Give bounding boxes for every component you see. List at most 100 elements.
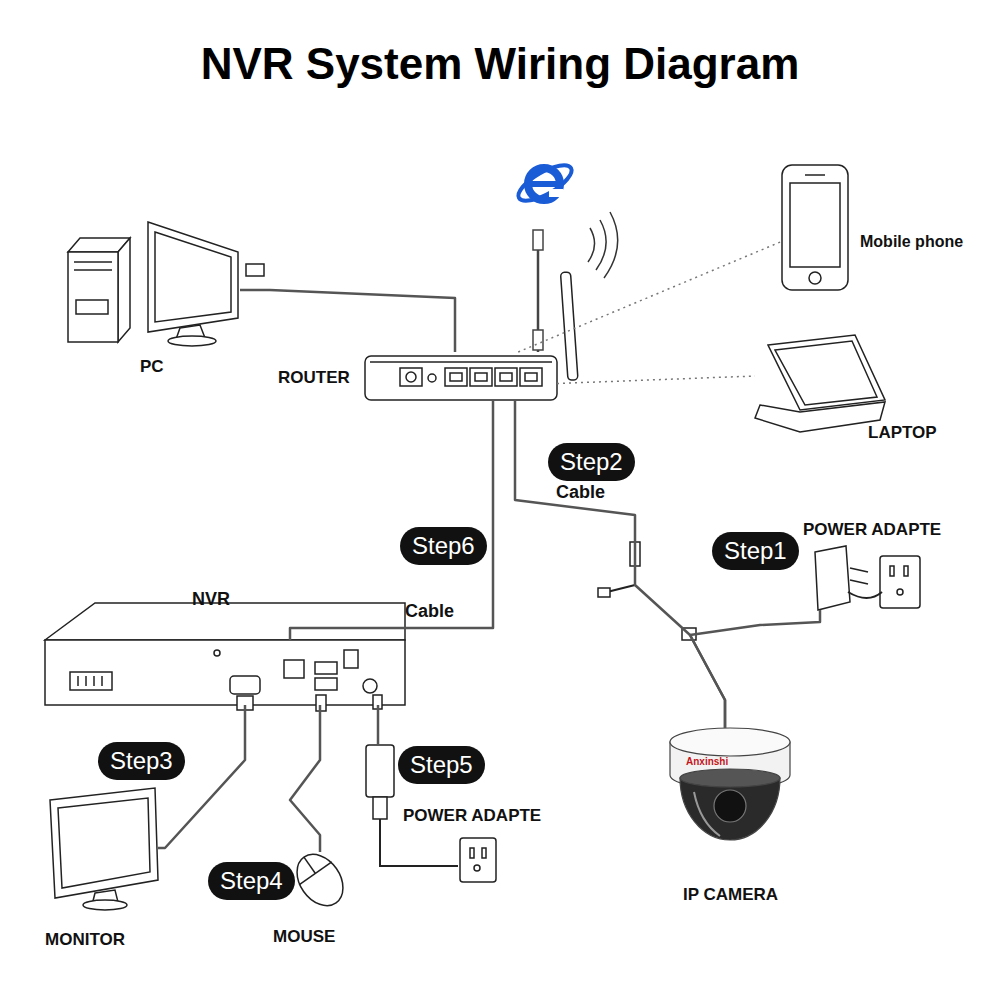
device-node: IP CAMERA: [668, 728, 792, 842]
internet-cable: [533, 230, 543, 250]
nvr-illustration: [315, 662, 337, 674]
router-illustration: [560, 272, 578, 380]
device-label: NVR: [192, 589, 230, 609]
router-illustration: [370, 361, 552, 363]
camera-illustration: [670, 728, 790, 756]
wireless-link: [557, 376, 755, 384]
device-label: PC: [140, 357, 164, 377]
browser-logo: [514, 158, 577, 207]
device-node: MONITOR: [50, 788, 158, 905]
nvr-illustration: [93, 676, 95, 686]
step-callout: Step5: [398, 746, 485, 784]
nvr-power-adapter: [474, 865, 480, 871]
step-callout: Step4: [208, 862, 295, 900]
nvr-power-adapter: [380, 819, 458, 866]
nvr-illustration: [101, 676, 103, 686]
device-label: MONITOR: [45, 930, 125, 950]
router-illustration: [365, 272, 578, 400]
router-illustration: [475, 373, 487, 381]
camera-power-adapter: [890, 566, 894, 576]
camera-illustration: [670, 728, 790, 840]
device-node: Mobile phone: [782, 165, 848, 290]
pc-illustration: [168, 336, 216, 346]
pc-illustration: [68, 222, 264, 346]
wifi-waves: [604, 212, 618, 278]
router-illustration: [400, 368, 422, 386]
cable-connector: [690, 610, 820, 728]
step-callout: Step2: [548, 443, 635, 481]
step-callout: Step3: [98, 742, 185, 780]
mouse-illustration: [288, 846, 353, 915]
nvr-illustration: [344, 650, 358, 668]
camera-power-adapter: [850, 580, 868, 584]
router-illustration: [500, 373, 512, 381]
device-label: IP CAMERA: [683, 885, 778, 905]
pc-illustration: [246, 264, 264, 276]
cable-connector: [290, 705, 320, 852]
wifi-waves: [588, 228, 595, 262]
phone-illustration: [809, 272, 821, 284]
pc-illustration: [74, 261, 112, 263]
camera-illustration: [680, 769, 780, 787]
mouse-illustration: [304, 857, 315, 873]
device-label: MOUSE: [273, 927, 335, 947]
edge-label: Cable: [405, 601, 454, 621]
cable-splitter: [607, 585, 635, 592]
nvr-illustration: [230, 676, 260, 694]
nvr-power-adapter: [482, 848, 486, 858]
laptop-illustration: [768, 335, 885, 410]
internet-cable: [533, 230, 543, 352]
router-illustration: [495, 368, 517, 386]
pc-illustration: [148, 222, 238, 332]
router-illustration: [520, 368, 542, 386]
edge-label: Cable: [556, 482, 605, 502]
step-callout: Step1: [712, 532, 799, 570]
device-label: LAPTOP: [868, 423, 937, 443]
phone-illustration: [790, 183, 840, 267]
nvr-power-adapter: [373, 797, 387, 819]
nvr-power-adapter: [366, 745, 394, 797]
phone-illustration: [782, 165, 848, 290]
nvr-illustration: [45, 640, 405, 705]
device-label: Mobile phone: [860, 232, 963, 252]
camera-power-adapter: [897, 589, 903, 595]
camera-power-adapter: [904, 566, 908, 576]
device-node: NVR: [45, 640, 405, 705]
monitor-illustration: [83, 900, 127, 910]
camera-power-adapter: [848, 592, 882, 598]
camera-power-adapter: [850, 568, 868, 572]
nvr-illustration: [45, 603, 405, 711]
camera-power-adapter: [815, 546, 850, 610]
browser-logo: [528, 181, 560, 187]
nvr-illustration: [363, 679, 377, 693]
nvr-power-adapter: [470, 848, 474, 858]
device-label: POWER ADAPTE: [803, 520, 941, 540]
nvr-power-adapter: [460, 838, 496, 882]
cable-connector: [240, 290, 455, 352]
router-illustration: [428, 374, 436, 382]
nvr-illustration: [77, 676, 79, 686]
internet-cable: [533, 330, 543, 350]
cable-splitter: [598, 542, 696, 640]
camera-illustration: [694, 792, 720, 836]
nvr-illustration: [85, 676, 87, 686]
monitor-illustration: [58, 798, 150, 888]
device-label: ROUTER: [278, 368, 350, 388]
nvr-illustration: [70, 672, 112, 690]
laptop-illustration: [775, 341, 877, 405]
monitor-illustration: [50, 788, 158, 898]
phone-illustration: [782, 165, 848, 290]
pc-illustration: [74, 269, 112, 271]
phone-illustration: [805, 174, 825, 176]
laptop-illustration: [755, 335, 885, 432]
laptop-illustration: [755, 402, 885, 432]
device-label: POWER ADAPTE: [403, 806, 541, 826]
wireless-link: [518, 241, 782, 352]
diagram-title: NVR System Wiring Diagram: [0, 38, 1000, 90]
step-callout: Step6: [400, 527, 487, 565]
wifi-waves: [596, 220, 606, 270]
pc-illustration: [68, 252, 118, 342]
mouse-illustration: [288, 846, 353, 915]
